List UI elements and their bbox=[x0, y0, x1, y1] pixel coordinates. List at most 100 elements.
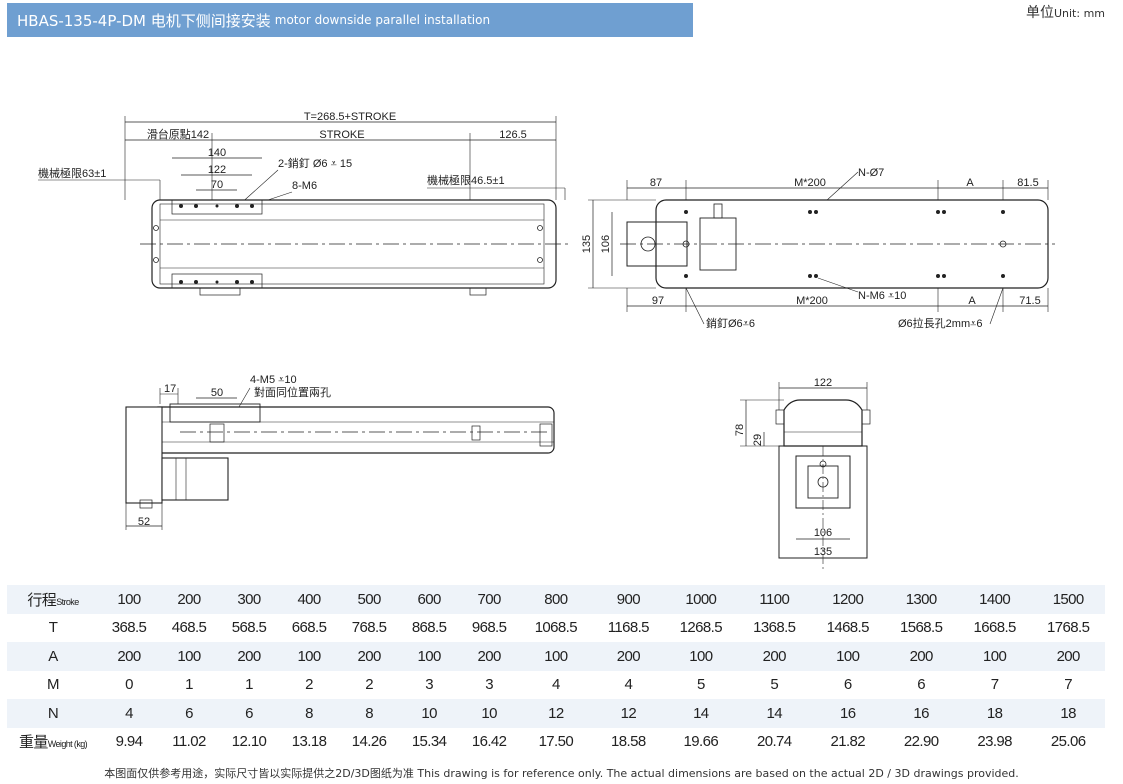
top-view: T=268.5+STROKE 滑台原點142 STROKE 126.5 140 … bbox=[38, 111, 570, 296]
motor bbox=[161, 457, 229, 501]
table-cell: 4 bbox=[99, 699, 160, 728]
depth-symbol: ⩡ bbox=[275, 374, 284, 386]
table-cell: 100 bbox=[519, 642, 593, 671]
table-cell: 1068.5 bbox=[534, 619, 578, 637]
table-cell: 100 bbox=[99, 585, 160, 614]
depth-symbol: ⩡ bbox=[970, 318, 976, 330]
table-cell: 100 bbox=[279, 642, 340, 671]
row-label: 行程Stroke bbox=[7, 585, 99, 614]
side-view: 17 50 4-M5 ⩡10 對面同位置兩孔 52 bbox=[125, 374, 555, 530]
row-label-cn: A bbox=[48, 647, 58, 665]
table-cell: 19.66 bbox=[683, 733, 719, 751]
depth-symbol: ⩡ bbox=[885, 290, 894, 302]
dim-52: 52 bbox=[138, 516, 150, 528]
footnote: 本图面仅供参考用途，实际尺寸皆以实际提供之2D/3D图纸为准 This draw… bbox=[104, 767, 1019, 780]
row-label-en: Stroke bbox=[56, 596, 79, 607]
row-label-cn: N bbox=[47, 704, 59, 722]
table-cell: 500 bbox=[339, 585, 400, 614]
table-cell: 868.5 bbox=[411, 619, 447, 637]
table-cell: 11.02 bbox=[172, 733, 206, 751]
table-cell: 16 bbox=[811, 699, 885, 728]
table-cell: 17.50 bbox=[538, 733, 574, 751]
table-cell: 7 bbox=[1064, 676, 1073, 694]
dim-71-5: 71.5 bbox=[1019, 295, 1040, 307]
table-cell: 23.98 bbox=[977, 733, 1012, 751]
table-cell: 700 bbox=[459, 585, 520, 614]
dim-106-end: 106 bbox=[814, 527, 832, 539]
table-cell: 8 bbox=[339, 699, 400, 728]
pin-text: 2-銷釘 Ø6 bbox=[278, 156, 328, 170]
table-cell: 20.74 bbox=[757, 733, 792, 751]
slot-depth: 6 bbox=[976, 318, 982, 330]
table-cell: 1668.5 bbox=[973, 619, 1016, 637]
bottom-view: 87 M*200 A 81.5 N-Ø7 97 M*200 A 71.5 N-M… bbox=[581, 167, 1055, 330]
table-cell: 12 bbox=[592, 699, 665, 728]
dim-97: 97 bbox=[652, 295, 664, 307]
table-cell: 16.42 bbox=[471, 733, 507, 751]
table-cell: 2 bbox=[365, 676, 373, 694]
table-cell: 568.5 bbox=[231, 619, 267, 637]
pin-label: 2-銷釘 Ø6 ⩡ 15 bbox=[278, 156, 352, 170]
table-cell: 1768.5 bbox=[1047, 619, 1090, 637]
unit-cn: 单位 bbox=[1025, 5, 1054, 21]
row-label: N bbox=[7, 699, 99, 728]
dim-135-end: 135 bbox=[814, 546, 832, 558]
table-cell: 200 bbox=[1031, 642, 1105, 671]
table-cell: 400 bbox=[279, 585, 340, 614]
table-cell: 21.82 bbox=[830, 733, 865, 751]
depth-symbol: ⩡ bbox=[743, 318, 749, 330]
table-cell: 12.10 bbox=[231, 733, 267, 751]
table-cell: 10 bbox=[399, 699, 460, 728]
page-subtitle: motor downside parallel installation bbox=[274, 13, 491, 27]
table-cell: 7 bbox=[990, 676, 999, 694]
table-cell: 4 bbox=[551, 676, 560, 694]
table-cell: 200 bbox=[159, 585, 220, 614]
table-cell: 14 bbox=[664, 699, 738, 728]
dim-122: 122 bbox=[208, 164, 226, 176]
table-cell: 14 bbox=[737, 699, 811, 728]
pin-depth: 6 bbox=[749, 318, 755, 330]
table-cell: 18.58 bbox=[611, 733, 646, 751]
side-note: 對面同位置兩孔 bbox=[254, 385, 331, 399]
table-cell: 100 bbox=[159, 642, 220, 671]
page-title: HBAS-135-4P-DM 电机下侧间接安装 bbox=[17, 11, 271, 30]
table-cell: 0 bbox=[125, 676, 133, 694]
table-cell: 5 bbox=[696, 676, 705, 694]
side-tap-text: 4-M5 bbox=[250, 374, 275, 386]
table-cell: 4 bbox=[624, 676, 633, 694]
n-tap-label: N-M6 ⩡10 bbox=[858, 290, 906, 302]
end-profile bbox=[783, 399, 863, 447]
table-cell: 1568.5 bbox=[900, 619, 943, 637]
dim-m200-bottom: M*200 bbox=[796, 295, 828, 307]
dim-106-v: 106 bbox=[600, 235, 612, 253]
n-hole-label: N-Ø7 bbox=[858, 167, 884, 179]
table-cell: 300 bbox=[219, 585, 280, 614]
row-label-cn: T bbox=[48, 619, 58, 637]
row-label: T bbox=[7, 614, 99, 643]
dim-140: 140 bbox=[208, 147, 226, 159]
pin-depth: 15 bbox=[340, 158, 352, 170]
table-cell: 100 bbox=[811, 642, 885, 671]
table-cell: 1168.5 bbox=[607, 619, 650, 637]
table-cell: 100 bbox=[399, 642, 460, 671]
dim-81-5: 81.5 bbox=[1017, 177, 1038, 189]
row-label: 重量Weight (kg) bbox=[7, 728, 99, 757]
table-cell: 12 bbox=[519, 699, 593, 728]
pin-text: 銷釘Ø6 bbox=[706, 316, 743, 330]
table-cell: 668.5 bbox=[291, 619, 327, 637]
row-label: M bbox=[7, 671, 99, 700]
table-cell: 600 bbox=[399, 585, 460, 614]
table-cell: 900 bbox=[592, 585, 665, 614]
table-cell: 9.94 bbox=[115, 733, 143, 751]
table-cell: 22.90 bbox=[903, 733, 939, 751]
motor-bracket bbox=[125, 406, 163, 504]
table-cell: 3 bbox=[485, 676, 493, 694]
table-cell: 10 bbox=[459, 699, 520, 728]
row-label-en: Weight (kg) bbox=[47, 739, 88, 750]
table-cell: 200 bbox=[592, 642, 665, 671]
n-tap-text: N-M6 bbox=[858, 290, 885, 302]
